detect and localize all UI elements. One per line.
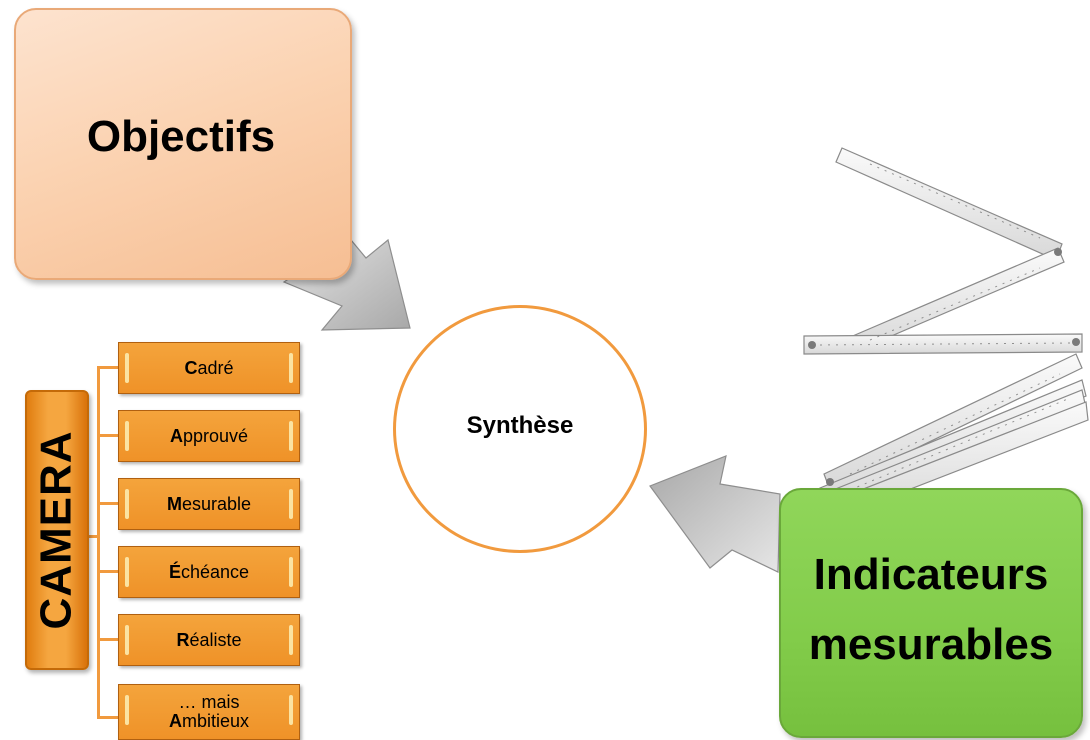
indicateurs-box	[779, 488, 1083, 738]
camera-item-initial: A	[169, 425, 183, 446]
camera-branch-3	[97, 502, 118, 505]
camera-connector-vertical	[97, 366, 100, 719]
camera-item-rest: mbitieux	[181, 711, 250, 731]
camera-item-text: Mesurable	[166, 493, 252, 514]
folding-ruler-image	[803, 147, 1089, 519]
camera-label-text: CAMERA	[32, 430, 82, 630]
camera-item-initial: M	[166, 493, 182, 514]
camera-item-echeance: Échéance	[118, 546, 300, 598]
arrow-left-up-icon	[649, 455, 781, 573]
camera-item-rest: adré	[197, 357, 234, 378]
indicateurs-label-line1: Indicateurs	[813, 550, 1049, 599]
camera-item-prefix: … mais	[178, 692, 240, 712]
camera-branch-5	[97, 638, 118, 641]
camera-item-initial: R	[176, 629, 190, 650]
objectifs-label: Objectifs	[86, 112, 276, 161]
camera-item-initial: C	[184, 357, 198, 378]
camera-label: CAMERA	[25, 390, 89, 670]
camera-item-text: Échéance	[168, 561, 250, 582]
camera-item-realiste: Réaliste	[118, 614, 300, 666]
camera-item-text: Cadré	[184, 357, 234, 378]
camera-item-initial: A	[168, 711, 182, 731]
camera-item-initial: É	[168, 561, 181, 582]
synthese-label: Synthèse	[466, 412, 574, 439]
camera-item-rest: éaliste	[189, 629, 242, 650]
camera-item-mesurable: Mesurable	[118, 478, 300, 530]
camera-item-approuve: Approuvé	[118, 410, 300, 462]
camera-item-rest: chéance	[180, 561, 250, 582]
camera-branch-1	[97, 366, 118, 369]
camera-item-text: Approuvé	[169, 425, 249, 446]
camera-item-cadre: Cadré	[118, 342, 300, 394]
indicateurs-label-line2: mesurables	[808, 620, 1054, 669]
camera-connector-horizontal	[87, 535, 99, 538]
camera-branch-4	[97, 570, 118, 573]
objectifs-box	[14, 8, 352, 280]
camera-branch-6	[97, 716, 118, 719]
synthese-circle	[393, 305, 647, 553]
camera-item-rest: esurable	[181, 493, 252, 514]
camera-item-rest: pprouvé	[182, 425, 249, 446]
camera-tab	[25, 390, 89, 670]
camera-item-text: Réaliste	[176, 629, 242, 650]
camera-branch-2	[97, 434, 118, 437]
